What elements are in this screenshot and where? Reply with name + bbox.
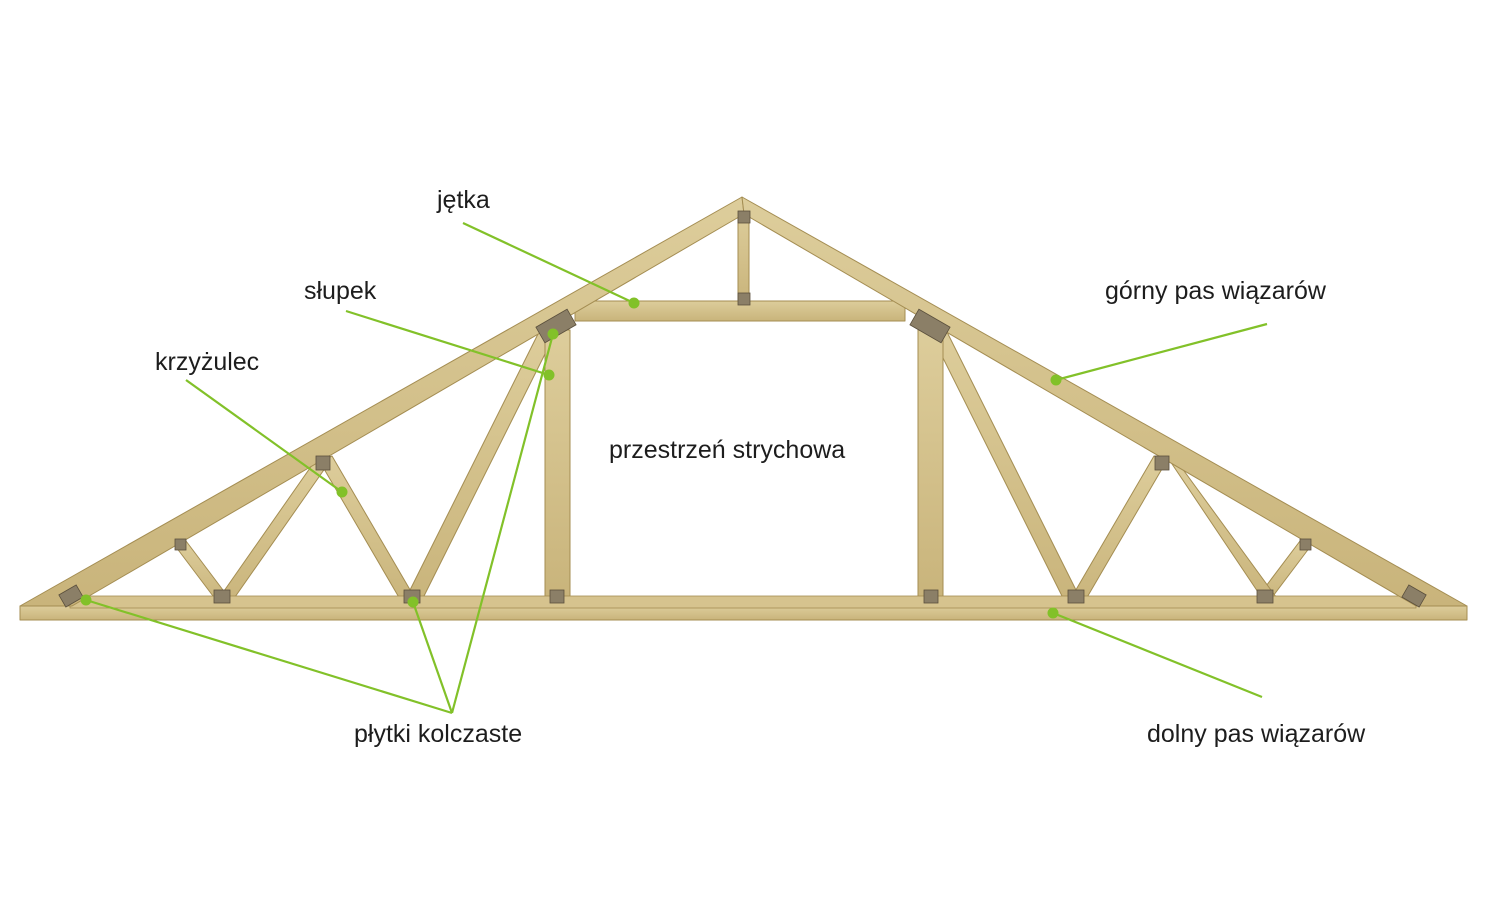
nail-plate <box>174 538 187 551</box>
leader-dot <box>628 297 640 309</box>
nail-plate <box>1401 584 1427 608</box>
strut-left-middle <box>319 455 417 607</box>
leader-dot <box>543 369 555 381</box>
leader-collar-tie <box>462 222 635 304</box>
post-right <box>917 329 944 599</box>
leader-dot <box>1050 374 1062 386</box>
bottom-chord-face <box>69 595 1417 609</box>
leader-bottom-chord <box>1052 611 1263 699</box>
leader-nail-plate-3 <box>450 333 555 714</box>
nail-plate <box>1067 589 1085 604</box>
nail-plate <box>737 210 751 224</box>
nail-plate <box>923 589 939 604</box>
strut-right-middle <box>1069 455 1167 607</box>
nail-plate <box>1299 538 1312 551</box>
leader-strut <box>185 379 343 493</box>
annotation-leaders <box>80 222 1268 715</box>
leader-dot <box>336 486 348 498</box>
nail-plate <box>909 308 951 344</box>
nail-plate <box>549 589 565 604</box>
leader-top-chord <box>1055 322 1268 382</box>
nail-plate <box>213 589 231 604</box>
king-post <box>737 209 750 305</box>
nail-plates <box>58 210 1427 608</box>
truss <box>19 196 1468 621</box>
nail-plate <box>737 292 751 306</box>
leader-nail-plate-1 <box>85 598 453 715</box>
strut-left-inner <box>404 329 555 607</box>
labels: jętka słupek krzyżulec przestrzeń strych… <box>155 186 1366 748</box>
label-post: słupek <box>304 277 377 305</box>
nail-plate <box>58 584 84 608</box>
label-attic-space: przestrzeń strychowa <box>609 436 845 464</box>
label-nail-plates: płytki kolczaste <box>354 720 522 748</box>
strut-right-inner <box>931 329 1082 607</box>
label-collar-tie: jętka <box>436 186 490 214</box>
web-members <box>175 209 1311 608</box>
label-top-chord: górny pas wiązarów <box>1105 277 1327 305</box>
nail-plate <box>315 455 331 471</box>
leader-dot <box>80 594 92 606</box>
nail-plate <box>1154 455 1170 471</box>
nail-plate <box>1256 589 1274 604</box>
nail-plate <box>535 308 577 344</box>
leader-nail-plate-2 <box>411 601 454 714</box>
label-bottom-chord: dolny pas wiązarów <box>1147 720 1366 748</box>
top-chord-right <box>741 196 1468 607</box>
label-strut: krzyżulec <box>155 348 259 376</box>
leader-dot <box>1047 607 1059 619</box>
post-left <box>544 329 571 599</box>
leader-post <box>345 309 550 377</box>
leader-dot <box>547 328 559 340</box>
leader-dot <box>407 596 419 608</box>
